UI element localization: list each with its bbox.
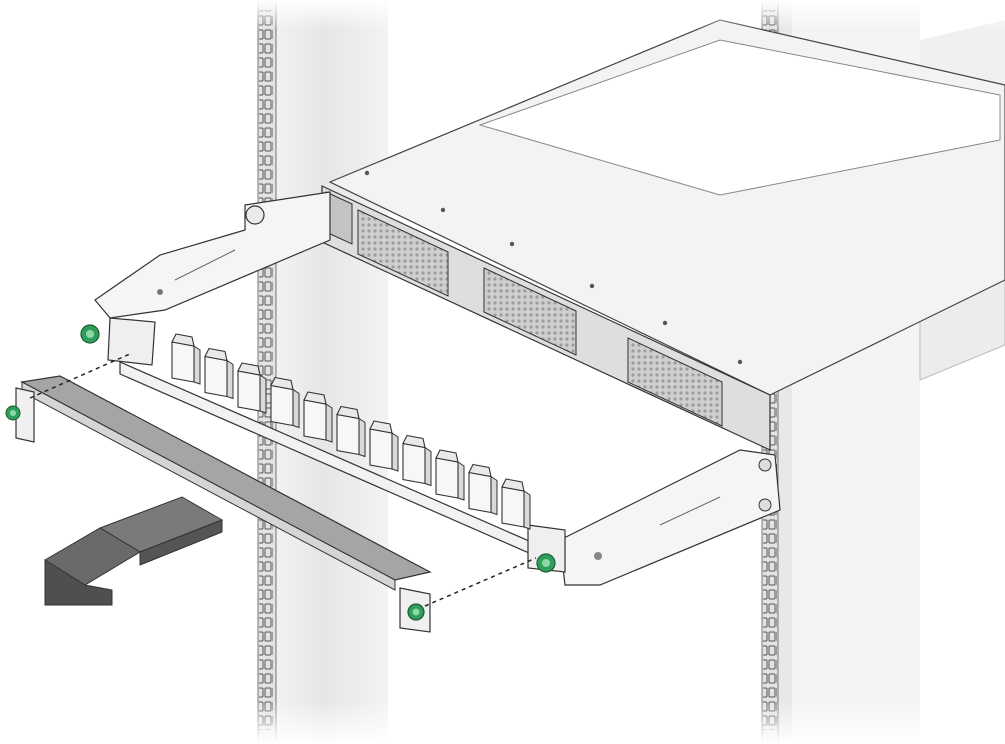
- network-switch: [321, 19, 1005, 451]
- screw-left-arm: [80, 324, 100, 344]
- mounting-arm-right: [559, 449, 781, 586]
- bracket-finger: [270, 376, 300, 429]
- bracket-end-left: [107, 317, 156, 366]
- port-block-1: [357, 209, 449, 297]
- bracket-finger: [336, 405, 366, 458]
- alignment-line-left: [29, 352, 133, 399]
- rail-left-holes: [259, 10, 273, 730]
- rail-left-body: [258, 0, 388, 744]
- arrow-head-side: [44, 559, 113, 606]
- bracket-finger: [468, 463, 498, 516]
- rack-rail-left: [257, 0, 388, 744]
- bracket-finger: [171, 333, 201, 385]
- alignment-line-right: [424, 557, 537, 607]
- captive-screws: [80, 324, 556, 573]
- arrow-side-face: [139, 519, 223, 566]
- cover-screw-left: [5, 405, 21, 421]
- bracket-finger: [237, 362, 267, 414]
- cover-end-left: [15, 387, 35, 443]
- port-block-2: [483, 267, 577, 356]
- screw-right-arm: [536, 553, 556, 573]
- removal-direction-arrow: [44, 496, 224, 606]
- bracket-finger: [369, 420, 399, 472]
- bracket-finger: [435, 449, 465, 501]
- top-fade: [0, 0, 1005, 30]
- bracket-finger: [303, 391, 333, 443]
- chassis-top-cutout: [478, 39, 1001, 196]
- port-block-3: [627, 337, 723, 427]
- cover-lip: [21, 381, 396, 591]
- bracket-finger: [402, 434, 432, 487]
- bracket-finger: [501, 478, 531, 530]
- alignment-lines: [29, 352, 537, 607]
- front-cover-panel: [5, 375, 432, 633]
- bracket-fingers: [171, 333, 531, 530]
- chassis-screws: [364, 170, 743, 365]
- bracket-finger: [204, 347, 234, 400]
- cable-management-bracket: [107, 317, 566, 573]
- bottom-fade: [0, 700, 1005, 744]
- cover-screw-right: [407, 603, 425, 621]
